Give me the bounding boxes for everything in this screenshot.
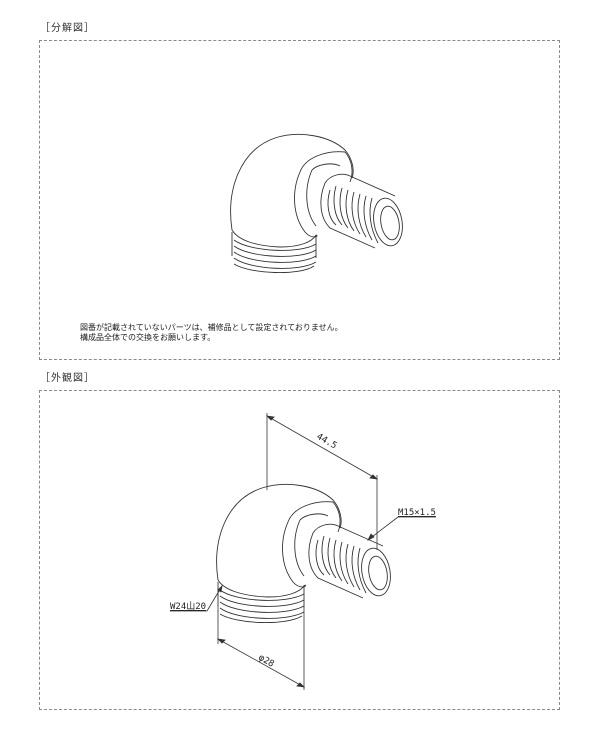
dimension-overall-length: 44.5 — [315, 432, 339, 452]
note-line-2: 構成品全体での交換をお願いします。 — [80, 333, 216, 342]
note-line-1: 図番が記載されていないパーツは、補修品として設定されておりません。 — [80, 323, 343, 332]
exploded-view-label: ［分解図］ — [40, 23, 95, 34]
exterior-view-label: ［外観図］ — [40, 373, 95, 384]
exploded-view-frame — [39, 40, 560, 360]
dimension-female-thread: W24山20 — [170, 601, 206, 612]
dimension-diameter: φ28 — [257, 653, 276, 670]
exterior-view-frame — [39, 390, 560, 710]
dimension-male-thread: M15×1.5 — [398, 508, 436, 518]
